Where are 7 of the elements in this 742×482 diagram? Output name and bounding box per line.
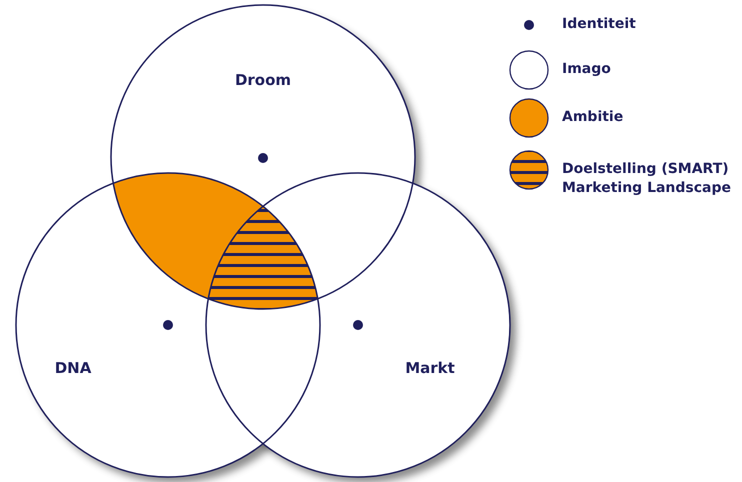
legend-label: Imago (562, 60, 612, 79)
legend-label: Doelstelling (SMART) Marketing Landscape (562, 160, 732, 198)
circle-label: DNA (54, 359, 92, 377)
circle-label: Markt (405, 359, 455, 377)
legend-label: Ambitie (562, 108, 624, 127)
circle-label: Droom (234, 71, 292, 89)
legend-label: Identiteit (562, 15, 637, 34)
